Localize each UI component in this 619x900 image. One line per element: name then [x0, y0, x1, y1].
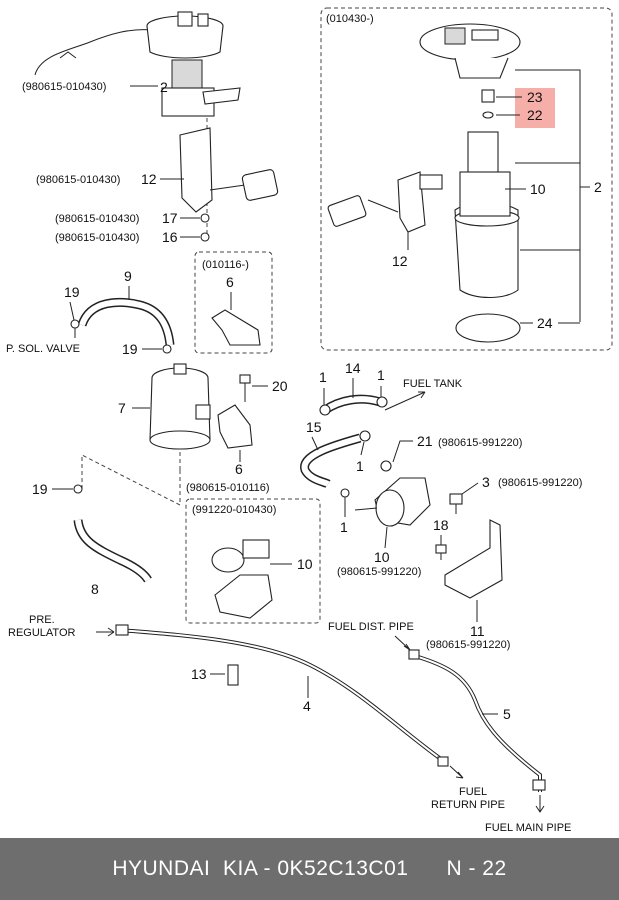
footer-gap: [408, 857, 446, 881]
part-number-19-a: 19: [64, 284, 80, 300]
label-fuel-main-pipe: FUEL MAIN PIPE: [485, 822, 571, 834]
part-number-10-right: 10: [530, 181, 546, 197]
part-number-20: 20: [272, 378, 288, 394]
fuel-pump-assembly-right: [419, 23, 521, 343]
part-number-2-right: 2: [594, 179, 602, 195]
label-980615-010116: (980615-010116): [186, 482, 270, 494]
part-number-9: 9: [124, 268, 132, 284]
label-pre-regulator-1: PRE.: [29, 614, 55, 626]
bolt-18: [435, 544, 447, 560]
highlight-box-22: [515, 88, 555, 128]
part-number-14: 14: [345, 360, 361, 376]
part-number-18: 18: [433, 517, 449, 533]
part-number-1-a: 1: [319, 369, 327, 385]
footer-brand: HYUNDAI KIA - 0K52C13C01: [112, 857, 409, 880]
group-label-010430: (010430-): [326, 13, 374, 25]
part-number-19-c: 19: [32, 481, 48, 497]
group-box-991220: [185, 498, 321, 624]
part-number-15: 15: [306, 419, 322, 435]
label-980615-991220-b: (980615-991220): [337, 566, 421, 578]
fuel-main-pipe-5: [408, 649, 546, 792]
part-number-1-c: 1: [356, 458, 364, 474]
fuel-pump-assembly-left: [34, 11, 241, 117]
connector-3: [449, 493, 463, 514]
fuel-system-diagram: (010430-) (010116-) (991220-010430) (980…: [6, 7, 613, 834]
part-number-12-right: 12: [392, 253, 408, 269]
canister-7: [149, 363, 211, 450]
label-980615-010430-a: (980615-010430): [22, 81, 106, 93]
solenoid-valve-10-box: [211, 539, 273, 619]
fuel-sender-right: [327, 171, 443, 250]
part-number-2-left: 2: [160, 79, 168, 95]
part-number-6-a: 6: [226, 274, 234, 290]
footer-page: N - 22: [446, 857, 507, 880]
bracket-6-a: [211, 309, 261, 346]
footer-bar: HYUNDAI KIA - 0K52C13C01 N - 22: [0, 838, 619, 900]
part-number-4: 4: [303, 698, 311, 714]
bracket-6-b: [217, 404, 253, 449]
group-box-010116: [194, 251, 273, 354]
label-fuel-return-2: RETURN PIPE: [431, 799, 505, 811]
group-box-010430: [320, 7, 613, 351]
part-number-16: 16: [162, 229, 178, 245]
part-number-19-b: 19: [122, 341, 138, 357]
part-number-10-box: 10: [297, 556, 313, 572]
label-fuel-dist-pipe: FUEL DIST. PIPE: [328, 621, 414, 633]
label-fuel-tank: FUEL TANK: [403, 378, 463, 390]
vapor-hose-9: [77, 297, 175, 346]
fuel-sender-left: [179, 118, 279, 235]
part-number-17: 17: [162, 210, 178, 226]
part-number-7: 7: [118, 400, 126, 416]
clip-13: [227, 664, 239, 686]
part-number-21: 21: [417, 433, 433, 449]
part-number-1-b: 1: [377, 367, 385, 383]
part-number-6-b: 6: [235, 461, 243, 477]
label-980615-010430-b: (980615-010430): [36, 174, 120, 186]
group-label-010116: (010116-): [202, 259, 249, 271]
part-number-11: 11: [470, 623, 485, 639]
part-number-10-mid: 10: [374, 549, 390, 565]
bracket-11: [444, 519, 503, 599]
part-number-8: 8: [91, 581, 99, 597]
hose-15: [300, 430, 371, 489]
part-number-24: 24: [537, 315, 553, 331]
label-980615-991220-a: (980615-991220): [438, 437, 522, 449]
label-980615-010430-c: (980615-010430): [55, 213, 139, 225]
fuel-return-pipe-4: [115, 624, 449, 767]
part-number-13: 13: [191, 666, 207, 682]
part-number-5: 5: [503, 706, 511, 722]
label-980615-991220-d: (980615-991220): [426, 639, 510, 651]
part-number-3: 3: [482, 474, 490, 490]
part-number-1-d: 1: [340, 519, 348, 535]
label-980615-991220-c: (980615-991220): [498, 477, 582, 489]
part-number-23: 23: [527, 89, 543, 105]
label-980615-010430-d: (980615-010430): [55, 232, 139, 244]
hose-8: [73, 519, 152, 583]
part-number-22: 22: [527, 107, 543, 123]
part-number-12-left: 12: [141, 171, 157, 187]
bolt-20: [239, 374, 251, 402]
solenoid-valve-10-mid: [354, 477, 431, 527]
label-p-sol-valve: P. SOL. VALVE: [6, 343, 80, 355]
group-label-991220: (991220-010430): [192, 504, 276, 516]
label-fuel-return-1: FUEL: [459, 786, 487, 798]
label-pre-regulator-2: REGULATOR: [8, 627, 75, 639]
hose-14: [319, 394, 388, 416]
